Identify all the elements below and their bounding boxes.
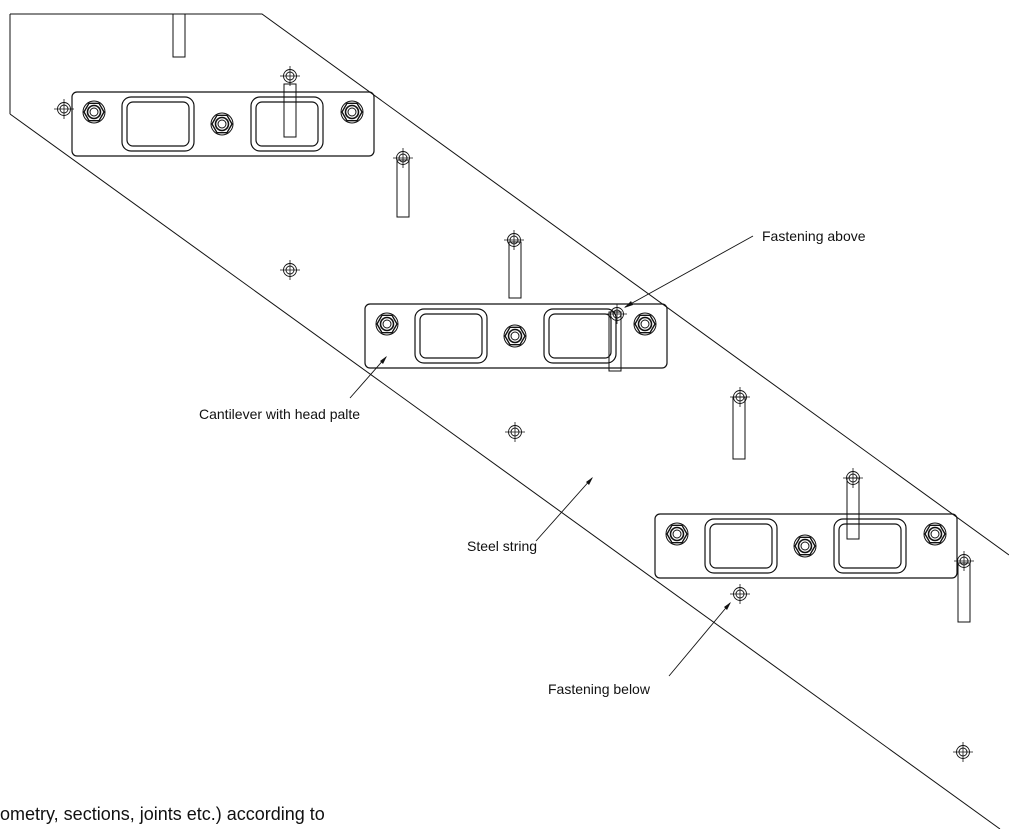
string-bottom-edge	[9, 113, 1001, 829]
head-plate-3	[655, 514, 957, 578]
label-fastening-above: Fastening above	[762, 228, 866, 244]
label-cantilever: Cantilever with head palte	[199, 406, 361, 422]
string-top-edge	[10, 13, 1009, 556]
leader-lines	[349, 235, 754, 677]
head-plate-1	[72, 92, 374, 156]
fastening-holes	[53, 65, 975, 763]
label-fastening-below: Fastening below	[548, 681, 650, 697]
leader-arrowheads	[380, 301, 731, 610]
body-text-fragment: ometry, sections, joints etc.) according…	[0, 804, 325, 824]
label-steel-string: Steel string	[467, 538, 538, 554]
